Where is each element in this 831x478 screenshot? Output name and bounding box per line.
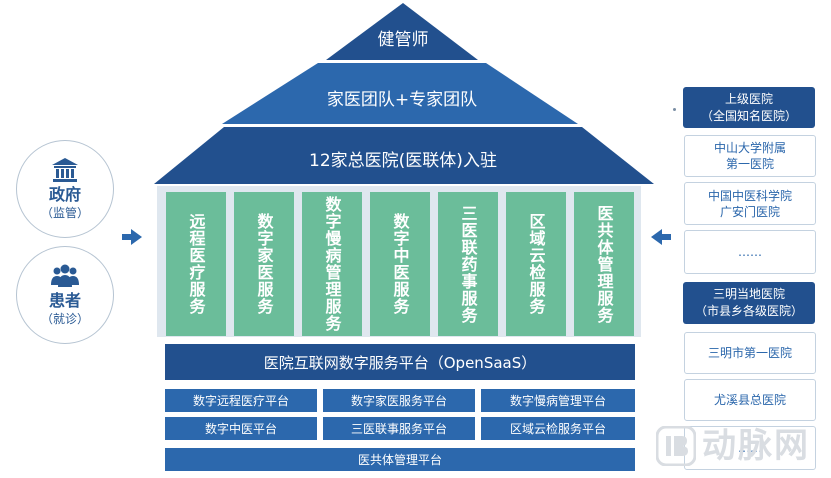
roof-middle-label: 家医团队+专家团队 — [326, 90, 478, 110]
hospital-zhongshan-line1: 中山大学附属 — [713, 141, 786, 155]
local-hospitals-more: …… — [684, 426, 816, 470]
pillar-digital-family-doctor: 数字家医服务 — [234, 192, 294, 336]
government-circle: 政府 （监管） — [16, 140, 114, 238]
patient-title: 患者 — [48, 291, 81, 310]
watermark-text: 动脉网 — [702, 426, 810, 466]
hospital-sanming-first: 三明市第一医院 — [684, 332, 816, 374]
sub-platform-pharmacy: 三医联事服务平台 — [323, 417, 475, 440]
arrow-left-icon — [651, 229, 671, 245]
roof-tier-bottom — [154, 127, 654, 184]
watermark-logo-icon — [656, 426, 696, 466]
main-platform-bar: 医院互联网数字服务平台（OpenSaaS） — [165, 344, 635, 380]
higher-hospitals-ellipsis: …… — [738, 245, 762, 259]
arrow-right-icon — [122, 229, 142, 245]
higher-hospitals-more: …… — [684, 230, 816, 274]
patients-group-icon — [51, 264, 79, 287]
hospital-guanganmen-line1: 中国中医科学院 — [707, 188, 792, 203]
higher-hospitals-subtitle: （全国知名医院） — [700, 108, 797, 123]
hospital-zhongshan-line2: 第一医院 — [725, 157, 774, 171]
higher-hospitals-header: 上级医院 （全国知名医院） — [683, 87, 815, 128]
pillar-medical-community-management: 医共体管理服务 — [574, 192, 634, 336]
pillar-digital-tcm: 数字中医服务 — [370, 192, 430, 336]
government-title: 政府 — [48, 185, 81, 204]
sub-platform-family: 数字家医服务平台 — [323, 389, 475, 412]
sub-platform-cloud-testing: 区域云检服务平台 — [481, 417, 635, 440]
hospital-guanganmen: 中国中医科学院 广安门医院 — [684, 182, 816, 225]
patient-subtitle: （就诊） — [40, 312, 89, 326]
hospital-guanganmen-line2: 广安门医院 — [719, 204, 780, 219]
local-hospitals-header: 三明当地医院 （市县乡各级医院） — [683, 282, 815, 324]
roof-tier-top — [326, 3, 478, 60]
hospital-zhongshan: 中山大学附属 第一医院 — [684, 135, 816, 177]
sub-platform-remote: 数字远程医疗平台 — [165, 389, 317, 412]
hospital-sanming-first-name: 三明市第一医院 — [707, 346, 792, 360]
pillar-remote-medical: 远程医疗服务 — [166, 192, 226, 336]
pillar-regional-cloud-testing: 区域云检服务 — [506, 192, 566, 336]
pillar-pharmacy-affairs: 三医联药事服务 — [438, 192, 498, 336]
hospital-youxi-name: 尤溪县总医院 — [713, 393, 786, 407]
patient-circle: 患者 （就诊） — [16, 246, 114, 344]
sub-platform-chronic: 数字慢病管理平台 — [481, 389, 635, 412]
roof-bottom-label: 12家总医院(医联体)入驻 — [309, 151, 497, 171]
roof-tier-middle — [222, 63, 578, 124]
hospital-youxi: 尤溪县总医院 — [684, 379, 816, 421]
sub-platform-community-base: 医共体管理平台 — [165, 448, 635, 471]
pillar-digital-chronic-disease: 数字慢病管理服务 — [302, 192, 362, 336]
local-hospitals-ellipsis: …… — [738, 441, 762, 455]
government-subtitle: （监管） — [40, 206, 89, 220]
local-hospitals-title: 三明当地医院 — [712, 287, 785, 301]
roof-top-label: 健管师 — [377, 30, 429, 50]
higher-hospitals-title: 上级医院 — [724, 91, 773, 106]
government-building-icon — [52, 158, 78, 182]
bullet-dot — [673, 108, 676, 111]
local-hospitals-subtitle: （市县乡各级医院） — [694, 304, 803, 318]
sub-platform-tcm: 数字中医平台 — [165, 417, 317, 440]
